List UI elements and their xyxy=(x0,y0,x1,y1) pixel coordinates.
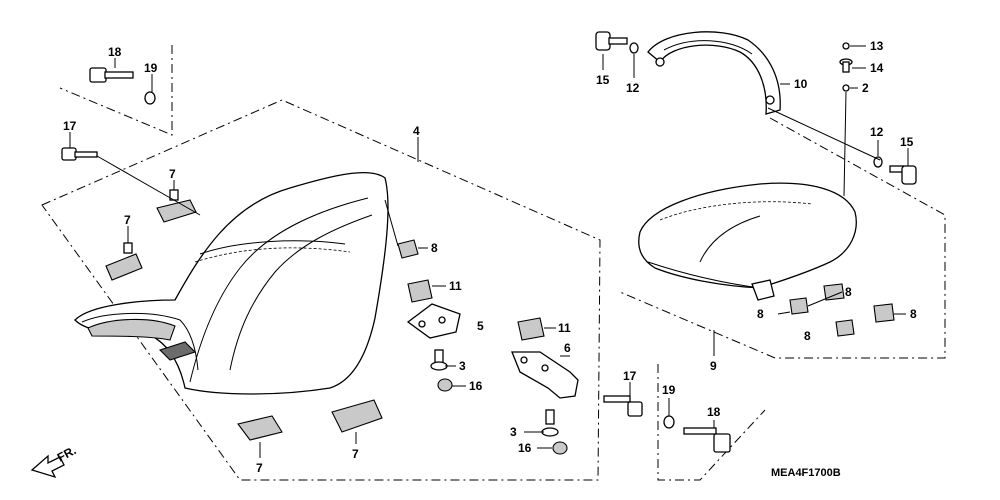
nut-8-rider xyxy=(397,239,419,259)
nut-8-pass-c xyxy=(835,319,855,337)
rider-seat xyxy=(74,172,389,395)
bolt-17-left xyxy=(61,147,98,161)
grommet-7b xyxy=(105,242,143,281)
callout-17: 17 xyxy=(623,369,637,383)
callout-12: 12 xyxy=(870,125,884,139)
callout-8: 8 xyxy=(910,307,917,321)
callout-11: 11 xyxy=(449,279,462,293)
nut-8-pass-b xyxy=(823,283,845,301)
group-box-bolts-topleft xyxy=(59,45,173,136)
callout-13: 13 xyxy=(870,39,884,53)
bolt-17-right xyxy=(603,395,643,417)
callout-14: 14 xyxy=(870,61,884,75)
bolt-3-right xyxy=(541,409,559,437)
callout-19: 19 xyxy=(144,61,158,75)
callout-8: 8 xyxy=(431,241,438,255)
callout-15: 15 xyxy=(596,73,610,87)
bolt-18-bottom xyxy=(683,427,731,453)
nut-16-right xyxy=(552,441,568,455)
bolt-3-left xyxy=(430,349,448,371)
passenger-seat xyxy=(638,182,857,301)
callout-16: 16 xyxy=(469,379,483,393)
diagram-code: MEA4F1700B xyxy=(771,467,841,479)
group-box-bolts-bottomright xyxy=(657,364,766,481)
callout-12: 12 xyxy=(626,81,640,95)
part-13 xyxy=(842,42,850,50)
callout-3: 3 xyxy=(510,425,517,439)
part-14 xyxy=(839,58,853,73)
grommet-7a xyxy=(156,189,197,223)
callout-8: 8 xyxy=(757,307,764,321)
part-2 xyxy=(842,84,850,92)
leader-lines xyxy=(69,45,909,458)
washer-12-top xyxy=(629,42,639,54)
nut-8-pass-a xyxy=(789,297,809,315)
callout-3: 3 xyxy=(459,359,466,373)
hardware xyxy=(61,31,917,455)
callout-9: 9 xyxy=(710,359,717,373)
group-box-rider-seat xyxy=(41,99,601,481)
callout-10: 10 xyxy=(794,77,808,91)
callout-7: 7 xyxy=(169,167,176,181)
bracket-5 xyxy=(406,303,461,339)
group-box-passenger-seat xyxy=(619,117,946,359)
grommet-7d xyxy=(331,399,383,433)
front-direction-marker: FR. xyxy=(30,443,78,479)
grab-strap xyxy=(647,31,781,115)
washer-19-bottom xyxy=(663,415,675,429)
bolt-18-top xyxy=(89,67,134,83)
callout-17: 17 xyxy=(63,119,77,133)
callout-19: 19 xyxy=(662,383,676,397)
bracket-6 xyxy=(511,351,579,399)
callout-18: 18 xyxy=(108,45,122,59)
callout-5: 5 xyxy=(477,319,484,333)
callouts: 18 19 17 7 7 4 8 11 5 3 16 11 6 3 16 17 … xyxy=(63,39,917,475)
callout-7: 7 xyxy=(256,461,263,475)
grommet-7c xyxy=(237,415,283,441)
callout-7: 7 xyxy=(352,447,359,461)
nut-8-pass-d xyxy=(873,303,895,323)
nut-11-upper xyxy=(407,279,433,303)
washer-12-right xyxy=(873,156,883,168)
callout-6: 6 xyxy=(564,341,571,355)
callout-18: 18 xyxy=(707,405,721,419)
callout-2: 2 xyxy=(862,81,869,95)
nut-11-lower xyxy=(517,317,545,341)
callout-8: 8 xyxy=(804,329,811,343)
nut-16-left xyxy=(437,378,453,392)
bolt-15-right xyxy=(889,165,917,185)
callout-8: 8 xyxy=(845,285,852,299)
bolt-15-top xyxy=(595,31,628,51)
washer-19-top xyxy=(144,91,156,105)
callout-11: 11 xyxy=(558,321,571,335)
callout-4: 4 xyxy=(413,124,420,138)
callout-15: 15 xyxy=(900,135,914,149)
callout-16: 16 xyxy=(518,441,532,455)
callout-7: 7 xyxy=(124,213,131,227)
